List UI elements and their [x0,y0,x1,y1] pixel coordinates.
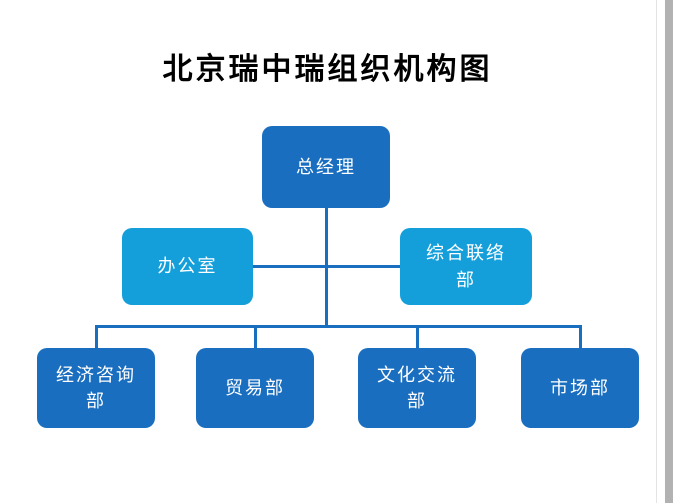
connector-assistant-line [253,265,400,268]
connector-drop-dept1 [95,325,98,349]
connector-department-bus [95,325,582,328]
node-general-manager[interactable]: 总经理 [262,126,390,208]
page-edge-strip [665,0,673,503]
node-label: 经济咨询部 [56,364,136,411]
page-edge-line [656,0,657,503]
node-label: 综合联络部 [426,243,506,290]
node-economic-consulting-dept[interactable]: 经济咨询部 [37,348,155,428]
connector-drop-dept2 [254,325,257,349]
node-label: 贸易部 [225,377,285,398]
org-chart-title: 北京瑞中瑞组织机构图 [162,53,493,86]
node-label: 文化交流部 [377,364,457,411]
node-label: 市场部 [550,377,610,398]
node-office[interactable]: 办公室 [122,228,253,305]
connector-drop-dept4 [579,325,582,349]
node-trade-dept[interactable]: 贸易部 [196,348,314,428]
connector-drop-dept3 [416,325,419,349]
node-label: 办公室 [157,256,218,277]
node-marketing-dept[interactable]: 市场部 [521,348,639,428]
node-label: 总经理 [296,156,356,177]
node-liaison-dept[interactable]: 综合联络部 [400,228,532,305]
node-cultural-exchange-dept[interactable]: 文化交流部 [358,348,476,428]
